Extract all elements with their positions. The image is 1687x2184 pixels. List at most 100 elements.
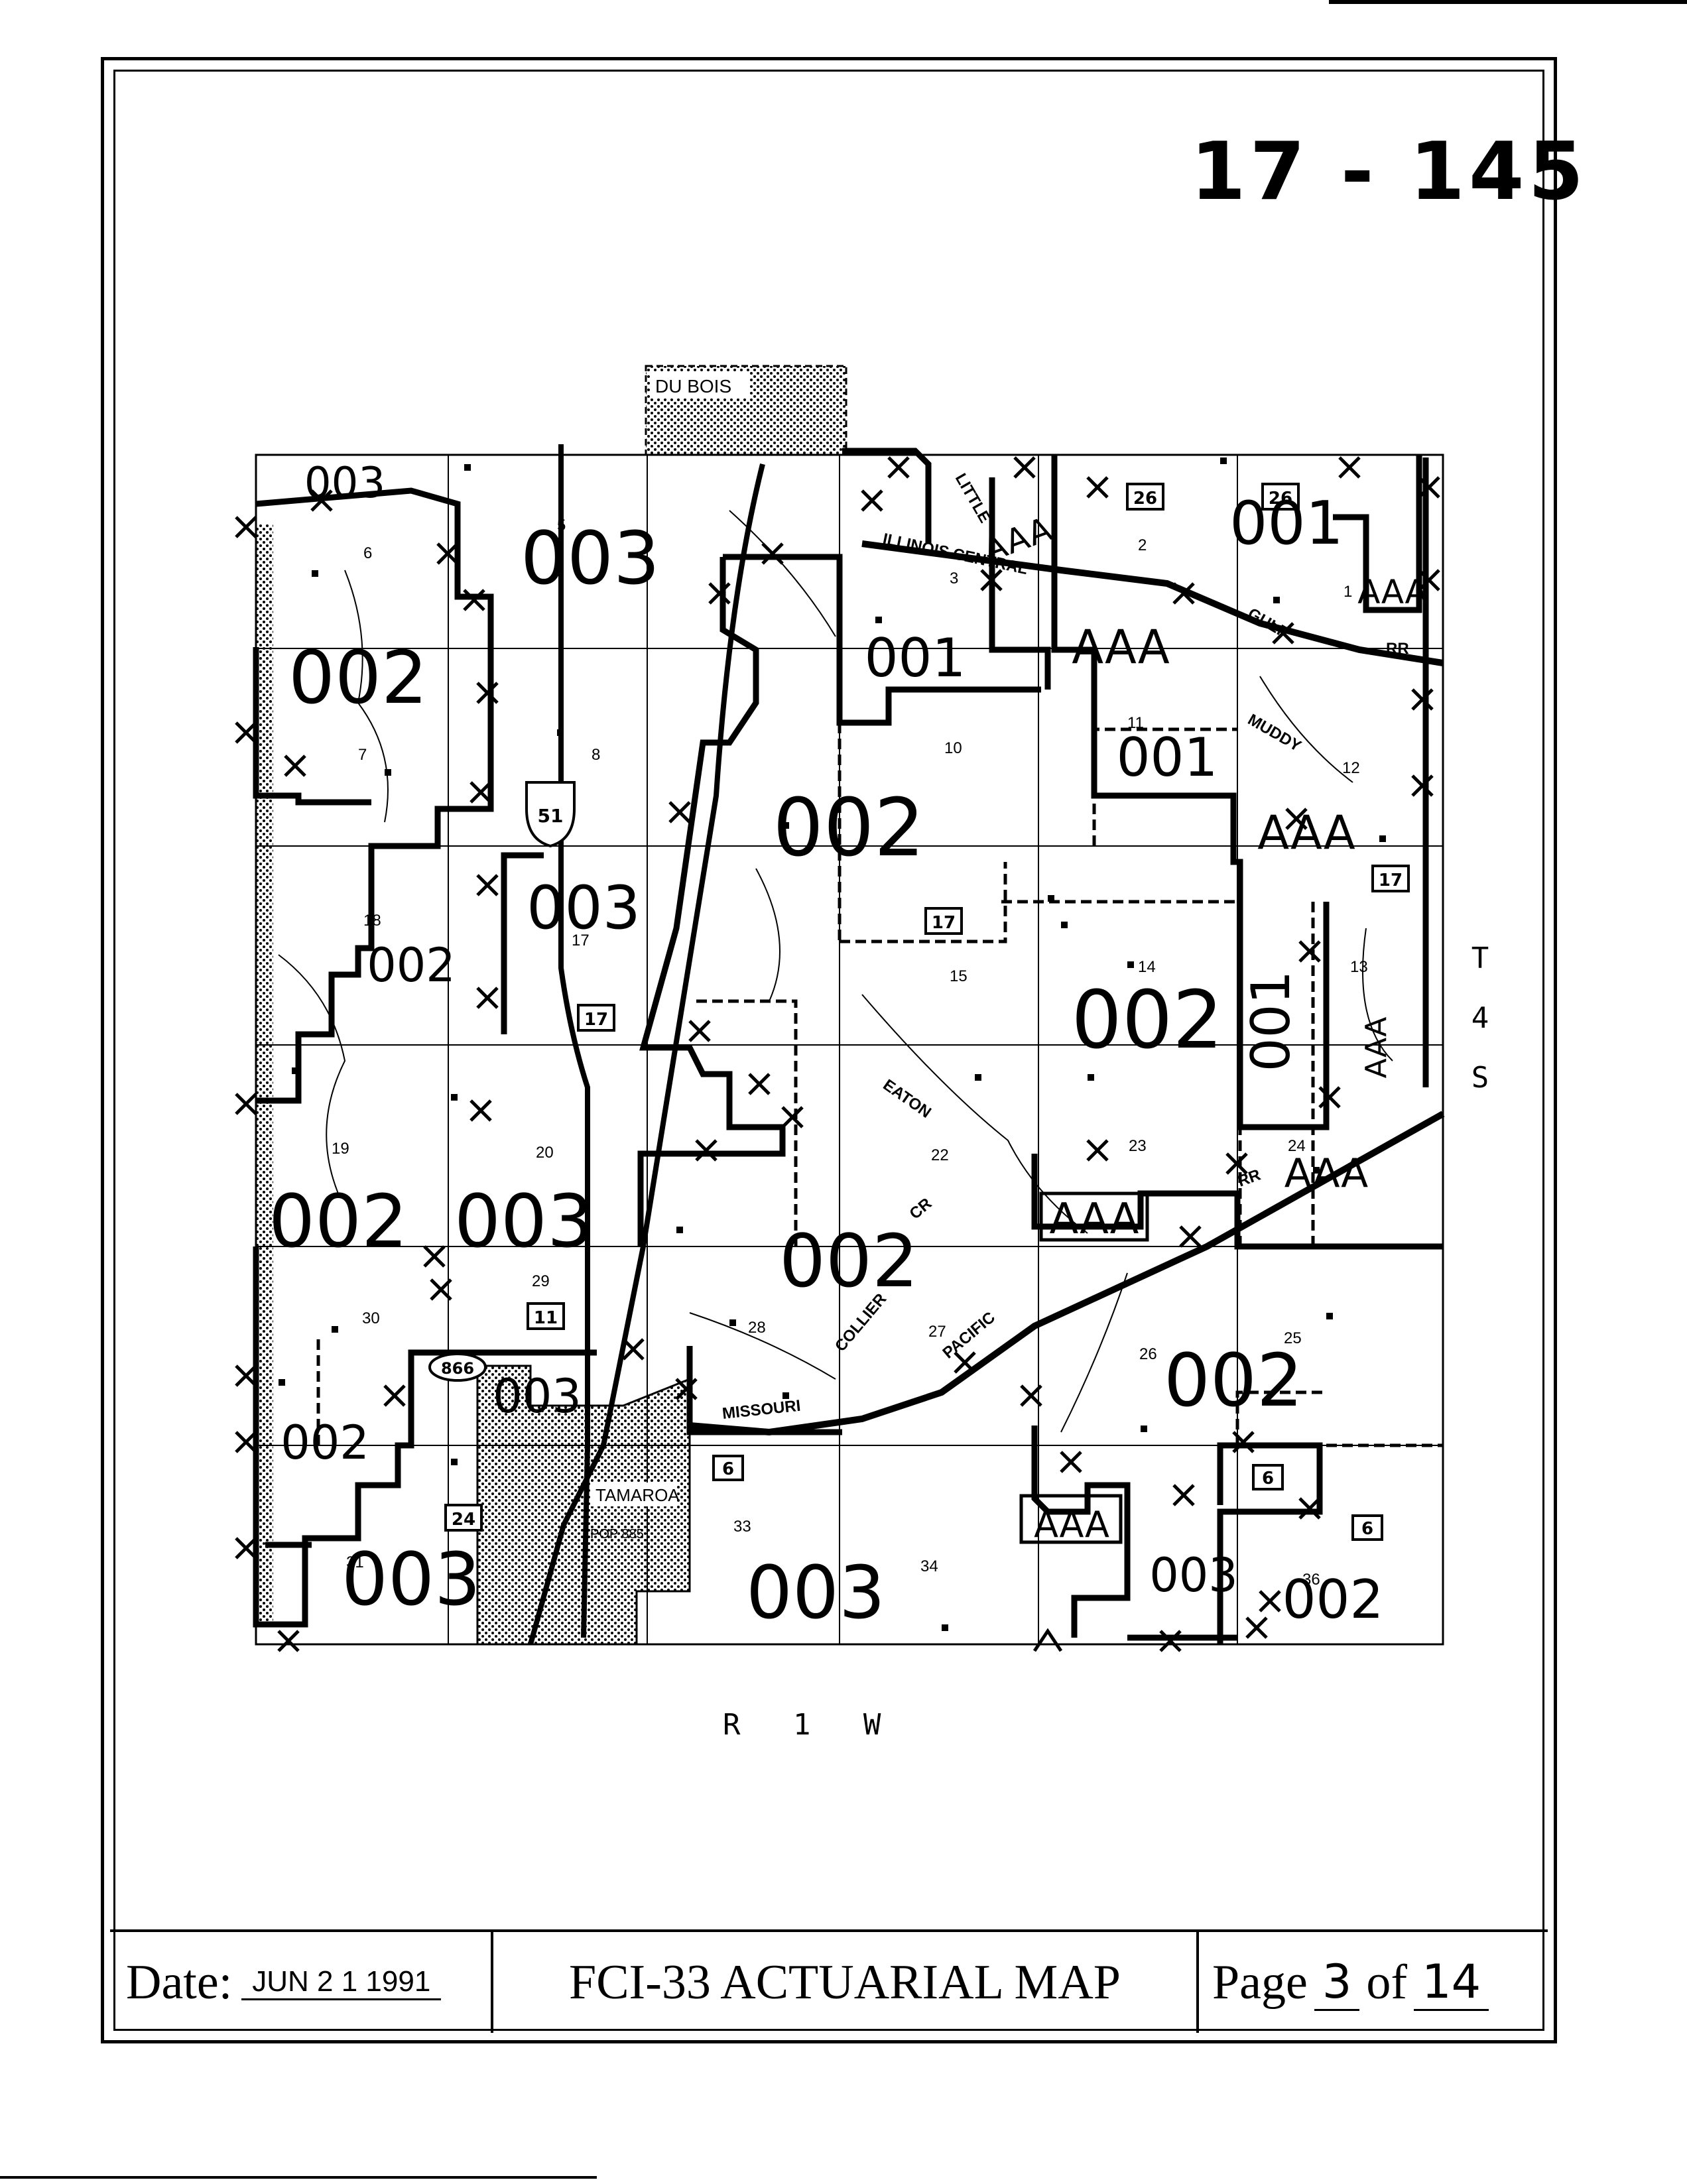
zone-label-001: 001 — [1229, 489, 1343, 558]
route-shields: 51 26 26 17 17 17 11 866 24 6 6 6 — [428, 483, 1410, 1541]
page-total: 14 — [1414, 1955, 1489, 2011]
aaa-label: AAA — [1050, 1195, 1139, 1244]
section-number: 2 — [1138, 536, 1147, 554]
r6a-label: 6 — [722, 1459, 734, 1479]
map-title: FCI-33 ACTUARIAL MAP — [569, 1955, 1121, 2010]
section-number: 3 — [950, 570, 958, 587]
zone-label-002: 002 — [1164, 1338, 1303, 1423]
section-number: 33 — [733, 1518, 751, 1536]
aaa-label: AAA — [1257, 806, 1355, 860]
r866-label: 866 — [441, 1359, 474, 1378]
tamaroa-pop-label: POP 885 — [590, 1527, 644, 1542]
section-number: 17 — [572, 932, 590, 949]
map-title-cell: FCI-33 ACTUARIAL MAP — [493, 1932, 1199, 2033]
zone-label-002: 002 — [1282, 1569, 1384, 1630]
section-number: 30 — [362, 1309, 380, 1327]
section-number: 22 — [931, 1146, 949, 1164]
zone-labels: 003 003 001 002 001 001 002 003 002 002 … — [269, 459, 1383, 1635]
creek-label-eaton: EATON — [880, 1076, 934, 1122]
scan-edge-bottom — [0, 2176, 597, 2179]
r6c-label: 6 — [1361, 1519, 1373, 1539]
township-label-t: T — [1471, 941, 1489, 975]
zone-label-002: 002 — [281, 1416, 369, 1470]
section-number: 5 — [557, 516, 566, 534]
section-number: 18 — [363, 912, 381, 930]
zone-label-003: 003 — [454, 1179, 594, 1264]
section-number: 11 — [1127, 714, 1144, 732]
zone-label-001: 001 — [865, 627, 966, 689]
streams — [278, 510, 1393, 1433]
section-number: 20 — [536, 1144, 554, 1162]
r17b-label: 17 — [1379, 871, 1403, 890]
section-number: 23 — [1129, 1137, 1147, 1155]
date-cell: Date: JUN 2 1 1991 — [110, 1932, 493, 2033]
aaa-label: AAA — [1072, 620, 1170, 674]
section-number: 31 — [346, 1553, 364, 1571]
us51-shield — [525, 781, 576, 848]
section-number: 34 — [920, 1557, 938, 1575]
zone-label-003: 003 — [304, 459, 385, 508]
railroad-label-rr-2: RR — [1235, 1166, 1263, 1190]
r17a-label: 17 — [932, 913, 956, 933]
section-number: 27 — [928, 1323, 946, 1341]
zone-label-003: 003 — [527, 873, 641, 943]
section-number: 1 — [1343, 583, 1352, 601]
aaa-label: AAA — [1034, 1504, 1109, 1546]
section-number: 28 — [748, 1319, 766, 1337]
zone-label-003: 003 — [1149, 1548, 1238, 1603]
page-of-label: of — [1366, 1955, 1408, 2010]
zone-label-003: 003 — [521, 516, 660, 601]
highways — [528, 444, 765, 1646]
zone-label-003: 003 — [746, 1550, 885, 1635]
cross-marks — [235, 456, 1440, 1652]
us51-label: 51 — [538, 805, 564, 827]
scan-edge-top — [1329, 0, 1687, 4]
railroad-label-rr-1: RR — [1386, 640, 1409, 658]
aaa-labels: AAA AAA AAA AAA AAA AAA AAA AAA — [978, 510, 1428, 1546]
section-number: 13 — [1350, 958, 1368, 976]
map-border — [255, 454, 1444, 1646]
section-number: 24 — [1288, 1137, 1306, 1155]
section-numbers: 6 5 3 2 1 7 8 10 11 12 18 17 15 14 13 19… — [332, 516, 1368, 1589]
r11-label: 11 — [534, 1308, 558, 1328]
zone-label-002: 002 — [367, 938, 456, 993]
creek-label-muddy: MUDDY — [1245, 711, 1304, 755]
inner-frame — [113, 70, 1544, 2031]
date-label: Date: — [126, 1955, 233, 2010]
aaa-label: AAA — [1359, 1017, 1393, 1079]
r17c-label: 17 — [584, 1010, 608, 1030]
range-label: R 1 W — [723, 1708, 881, 1742]
section-number: 10 — [944, 739, 962, 757]
aaa-label: AAA — [1357, 573, 1427, 611]
section-number: 6 — [363, 544, 372, 562]
zone-label-003: 003 — [342, 1537, 481, 1622]
sheet-number: 17 - 145 — [1190, 126, 1588, 218]
township-label-number: 4 — [1471, 1001, 1489, 1035]
aaa-boxes — [1019, 1191, 1149, 1544]
creek-label-little: LITTLE — [952, 471, 994, 526]
dubois-label: DU BOIS — [655, 376, 731, 396]
township-label-s: S — [1471, 1061, 1489, 1095]
r6b-label: 6 — [1262, 1469, 1274, 1488]
section-number: 14 — [1138, 958, 1156, 976]
title-block: Date: JUN 2 1 1991 FCI-33 ACTUARIAL MAP … — [110, 1929, 1548, 2033]
section-number: 29 — [532, 1272, 550, 1290]
tamaroa-label: TAMAROA — [595, 1485, 680, 1505]
aaa-label: AAA — [1284, 1150, 1368, 1197]
section-number: 19 — [332, 1140, 349, 1158]
section-number: 7 — [358, 746, 367, 764]
outer-frame — [101, 57, 1557, 2043]
section-number: 12 — [1342, 759, 1360, 777]
zone-boundaries — [253, 448, 1443, 1644]
zone-label-001: 001 — [1117, 727, 1218, 788]
building-marks — [279, 457, 1386, 1631]
zone-label-002: 002 — [288, 635, 428, 720]
zone-label-001: 001 — [1240, 971, 1302, 1072]
zone-label-002: 002 — [1071, 975, 1223, 1067]
section-number: 8 — [592, 746, 600, 764]
railroad-label-gulf: GULF — [1245, 605, 1291, 642]
r24-label: 24 — [452, 1510, 475, 1530]
page-cell: Page 3 of 14 — [1199, 1932, 1548, 2033]
section-number: 25 — [1284, 1329, 1302, 1347]
